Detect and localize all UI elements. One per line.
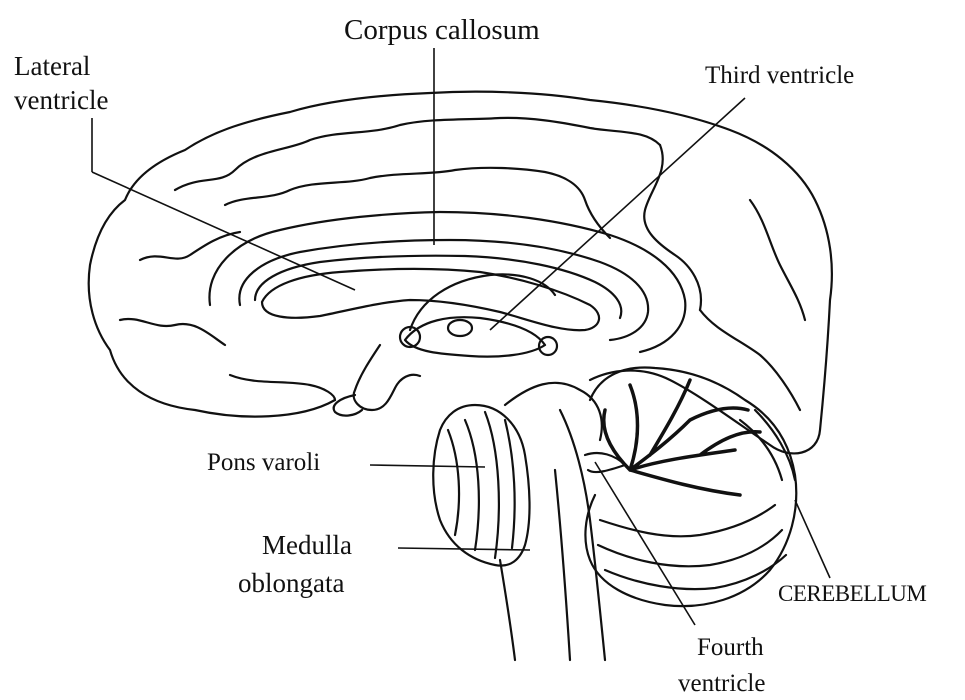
gyrus-fold	[230, 375, 335, 400]
arbor-vitae	[604, 380, 760, 495]
thalamus	[405, 317, 545, 356]
cerebellum-folia	[755, 410, 795, 480]
corpus-callosum-inner	[255, 256, 621, 318]
label-lateral-ventricle-line1: Lateral	[14, 50, 90, 82]
label-lateral-ventricle-line2: ventricle	[14, 84, 108, 116]
label-cerebellum: CEREBELLUM	[778, 578, 926, 610]
leader-third-ventricle	[490, 98, 745, 330]
label-medulla-line1: Medulla	[262, 529, 352, 561]
gyrus-fold	[120, 319, 225, 345]
leader-medulla	[398, 548, 530, 550]
gyrus-fold	[225, 168, 610, 238]
leader-cerebellum	[795, 500, 830, 578]
label-medulla-line2: oblongata	[238, 567, 344, 599]
label-fourth-ventricle-line1: Fourth	[697, 632, 764, 664]
brainstem-front	[500, 560, 515, 660]
cerebellum-folia	[605, 555, 786, 589]
pons-striation	[505, 420, 515, 548]
label-corpus-callosum: Corpus callosum	[344, 14, 540, 46]
gyrus-fold	[175, 118, 660, 190]
cerebellum-folia	[600, 505, 775, 536]
midbrain	[505, 383, 602, 440]
interthalamic-adhesion	[448, 320, 472, 336]
cingulate-gyrus	[209, 212, 685, 352]
pons-striation	[465, 420, 479, 550]
medulla-inner	[555, 470, 570, 660]
gyrus-fold	[750, 200, 805, 320]
gyrus-fold	[140, 232, 240, 260]
pons-striation	[448, 430, 459, 535]
pons-striation	[485, 412, 499, 558]
leader-pons-varoli	[370, 465, 485, 467]
cerebrum-outline	[89, 92, 832, 454]
label-pons-varoli: Pons varoli	[207, 447, 320, 479]
hypothalamus	[354, 345, 420, 410]
label-fourth-ventricle-line2: ventricle	[678, 668, 765, 700]
leader-lateral-ventricle-b	[92, 172, 355, 290]
label-third-ventricle: Third ventricle	[705, 60, 854, 92]
gyrus-fold	[644, 145, 701, 310]
gyrus-fold	[700, 310, 800, 410]
